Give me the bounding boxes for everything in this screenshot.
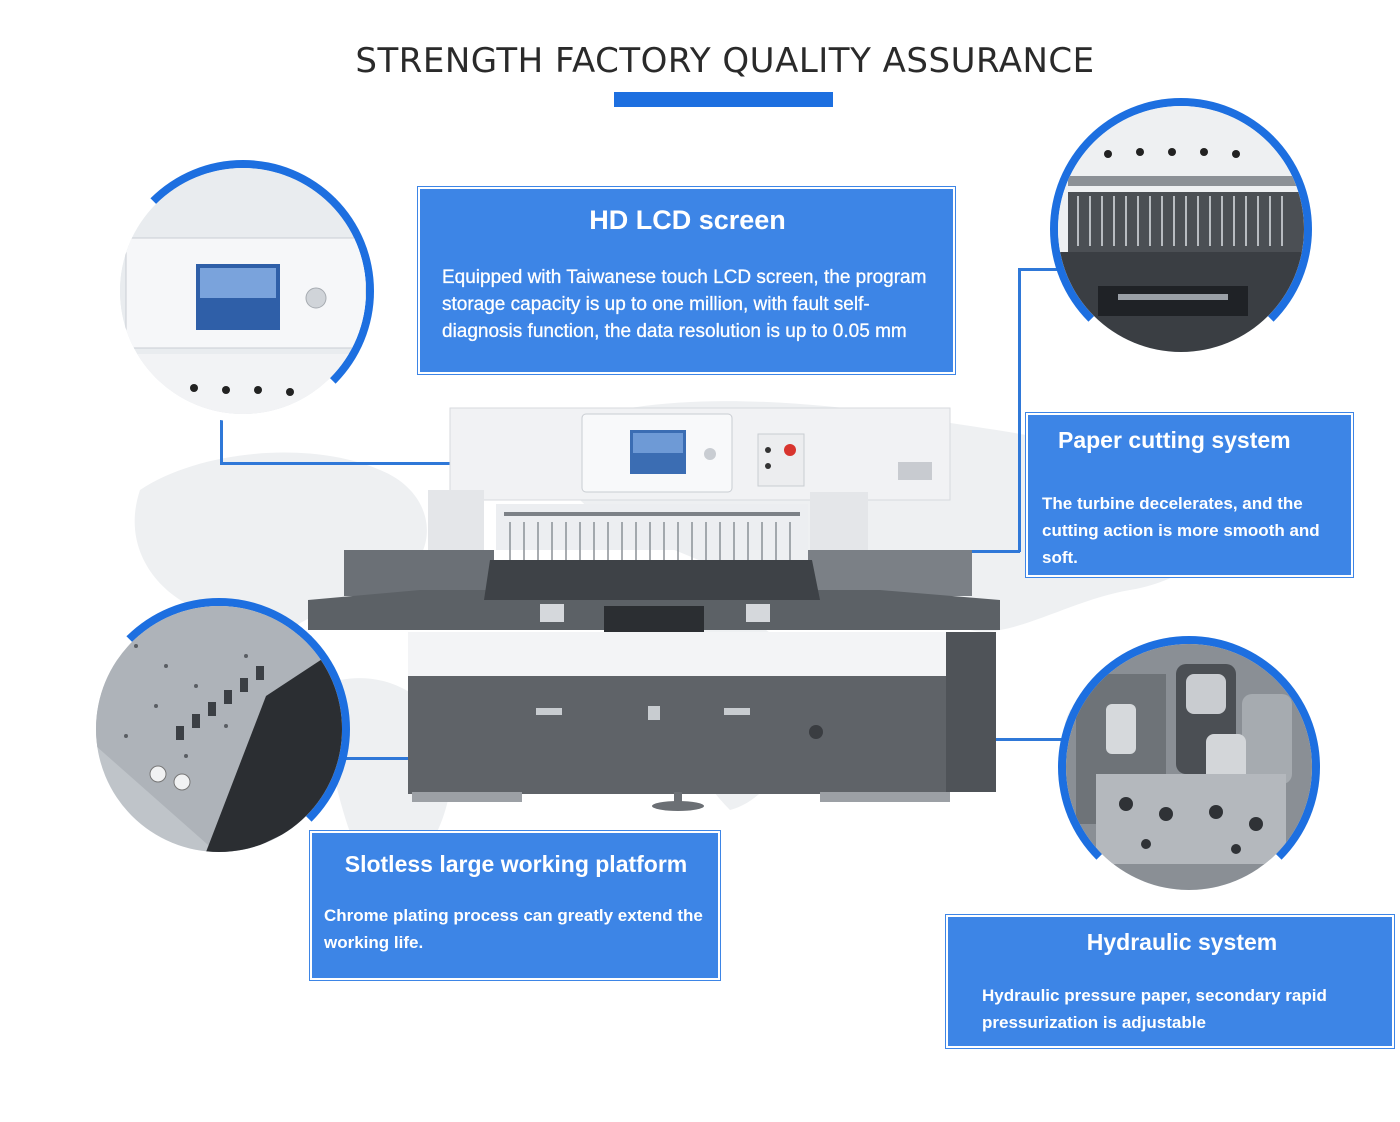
feature-box-paper-cutting: Paper cutting system The turbine deceler… xyxy=(1025,412,1354,578)
title-underline xyxy=(614,92,833,107)
feature-box-lcd-screen: HD LCD screen Equipped with Taiwanese to… xyxy=(417,186,956,375)
cutting-blade-closeup-image xyxy=(1050,98,1312,360)
connector-hydraulic-horizontal xyxy=(952,738,1064,741)
feature-title-platform: Slotless large working platform xyxy=(344,851,688,877)
feature-title-lcd: HD LCD screen xyxy=(589,205,786,235)
connector-lcd-horizontal xyxy=(220,462,640,465)
feature-box-hydraulic-system: Hydraulic system Hydraulic pressure pape… xyxy=(945,914,1395,1049)
page-title: STRENGTH FACTORY QUALITY ASSURANCE xyxy=(355,40,1095,81)
feature-description-hydraulic: Hydraulic pressure paper, secondary rapi… xyxy=(982,986,1327,1032)
feature-title-hydraulic: Hydraulic system xyxy=(1086,929,1278,955)
feature-description-cutting: The turbine decelerates, and the cutting… xyxy=(1042,494,1320,567)
feature-title-cutting: Paper cutting system xyxy=(1058,427,1291,453)
feature-description-platform: Chrome plating process can greatly exten… xyxy=(324,906,703,952)
feature-box-working-platform: Slotless large working platform Chrome p… xyxy=(309,830,721,981)
connector-cut-vertical xyxy=(1018,268,1021,552)
feature-description-lcd: Equipped with Taiwanese touch LCD screen… xyxy=(442,267,927,342)
connector-platform-horizontal xyxy=(345,757,421,760)
lcd-screen-closeup-image xyxy=(112,160,374,422)
connector-cut-top xyxy=(1018,268,1060,271)
connector-lcd-vertical xyxy=(220,408,223,464)
hydraulic-valves-closeup-image xyxy=(1058,636,1320,898)
paper-cutting-machine-image xyxy=(308,407,1000,811)
platform-closeup-image xyxy=(88,598,350,860)
